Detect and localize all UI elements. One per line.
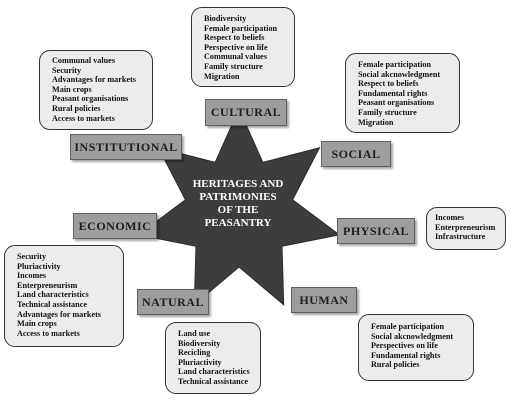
- box-economic: Security Pluriactivity Incomes Enterpren…: [4, 245, 124, 347]
- label-natural: NATURAL: [137, 289, 209, 315]
- center-title-line-3: OF THE: [217, 204, 259, 216]
- list-item: Migration: [358, 117, 394, 127]
- label-human: HUMAN: [291, 287, 357, 313]
- list-item: Advantages for markets: [17, 309, 101, 319]
- list-item: Enterpreneurism: [435, 222, 496, 232]
- list-item: Peasant organisations: [52, 94, 129, 104]
- box-natural: Land use Biodiversity Recicling Pluriact…: [165, 322, 261, 394]
- list-item: Female participation: [371, 322, 444, 331]
- label-cultural: CULTURAL: [205, 99, 287, 126]
- list-item: Main crops: [52, 84, 92, 94]
- box-natural-list: Land use Biodiversity Recicling Pluriact…: [178, 329, 254, 387]
- list-item: Technical assistance: [178, 376, 248, 386]
- list-item: Social akcnowledgment: [358, 69, 441, 79]
- box-institutional-list: Communal values Security Advantages for …: [52, 56, 146, 123]
- list-item: Incomes: [17, 271, 47, 281]
- box-economic-list: Security Pluriactivity Incomes Enterpren…: [17, 252, 117, 338]
- box-social: Female participation Social akcnowledgme…: [345, 53, 460, 133]
- label-economic: ECONOMIC: [73, 213, 157, 239]
- list-item: Pluriactivity: [17, 261, 61, 271]
- list-item: Communal values: [204, 52, 268, 62]
- list-item: Rural policies: [371, 360, 420, 370]
- list-item: Technical assistance: [17, 299, 87, 309]
- list-item: Security: [52, 65, 82, 75]
- list-item: Advantages for markets: [52, 75, 136, 85]
- list-item: Perspective on life: [204, 42, 268, 52]
- list-item: Fundamental rights: [358, 88, 428, 98]
- list-item: Communal values: [52, 56, 116, 65]
- label-social: SOCIAL: [321, 141, 391, 167]
- star-shape: [137, 107, 341, 306]
- list-item: Perspectives on life: [371, 341, 438, 351]
- list-item: Main crops: [17, 319, 57, 329]
- list-item: Fundamental rights: [371, 350, 441, 360]
- center-title-line-1: HERITAGES AND: [192, 178, 284, 190]
- list-item: Family structure: [204, 61, 263, 71]
- list-item: Land characteristics: [178, 367, 250, 377]
- box-physical: Incomes Enterpreneurism Infrastructure: [426, 207, 506, 250]
- label-physical: PHYSICAL: [337, 218, 415, 244]
- center-title-line-4: PEASANTRY: [204, 217, 272, 229]
- list-item: Enterpreneurism: [17, 280, 78, 290]
- box-human: Female participation Social akcnowledgme…: [358, 314, 474, 381]
- list-item: Respect to beliefs: [204, 33, 265, 43]
- list-item: Recicling: [178, 348, 211, 358]
- list-item: Female participation: [204, 23, 277, 33]
- list-item: Rural policies: [52, 103, 101, 113]
- box-human-list: Female participation Social akcnowledgme…: [371, 322, 467, 370]
- list-item: Security: [17, 252, 47, 261]
- box-institutional: Communal values Security Advantages for …: [39, 50, 153, 130]
- list-item: Infrastructure: [435, 232, 486, 242]
- box-physical-list: Incomes Enterpreneurism Infrastructure: [435, 213, 501, 242]
- list-item: Incomes: [435, 213, 465, 222]
- label-institutional: INSTITUTIONAL: [70, 134, 182, 160]
- box-social-list: Female participation Social akcnowledgme…: [358, 60, 453, 127]
- list-item: Biodiversity: [204, 14, 247, 23]
- list-item: Pluriactivity: [178, 357, 222, 367]
- list-item: Respect to beliefs: [358, 79, 419, 89]
- list-item: Peasant organisations: [358, 98, 435, 108]
- list-item: Family structure: [358, 107, 417, 117]
- center-title: HERITAGES AND PATRIMONIES OF THE PEASANT…: [168, 178, 308, 230]
- list-item: Access to markets: [17, 328, 80, 338]
- box-cultural: Biodiversity Female participation Respec…: [191, 7, 295, 87]
- center-title-line-2: PATRIMONIES: [199, 191, 277, 203]
- list-item: Land use: [178, 329, 211, 338]
- list-item: Biodiversity: [178, 338, 221, 348]
- list-item: Access to markets: [52, 113, 115, 123]
- list-item: Land characteristics: [17, 290, 89, 300]
- list-item: Social akcnowledgment: [371, 331, 454, 341]
- list-item: Migration: [204, 71, 240, 81]
- box-cultural-list: Biodiversity Female participation Respec…: [204, 14, 288, 81]
- list-item: Female participation: [358, 60, 431, 69]
